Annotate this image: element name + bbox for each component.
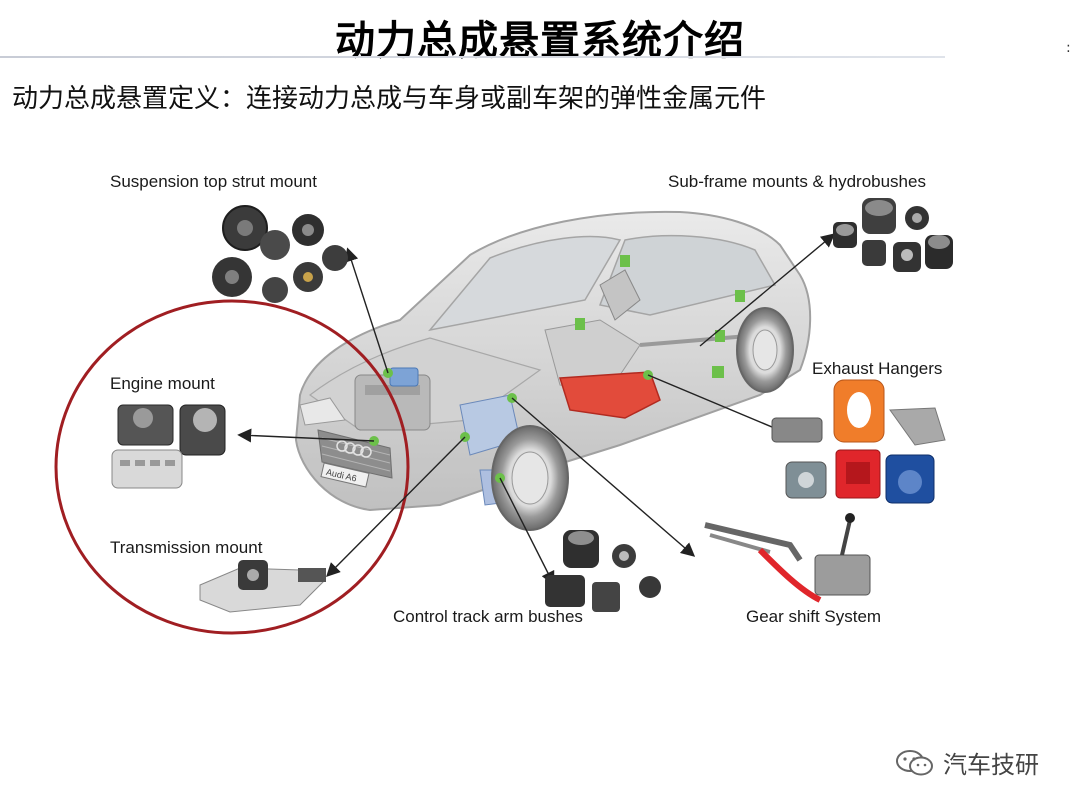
definition-text: 动力总成悬置定义：连接动力总成与车身或副车架的弹性金属元件: [12, 84, 767, 114]
subframe-mount-parts: [833, 198, 953, 272]
title-divider: [0, 56, 945, 58]
engine-mount-parts: [111, 404, 226, 489]
exhaust-muffler: [559, 371, 661, 419]
label-suspension-top-strut-mount: Suspension top strut mount: [110, 172, 317, 191]
label-gear-shift-system: Gear shift System: [746, 607, 882, 626]
label-engine-mount: Engine mount: [110, 374, 215, 393]
label-subframe-mounts: Sub-frame mounts & hydrobushes: [668, 172, 926, 191]
license-plate: [320, 462, 370, 488]
car-windshield: [428, 235, 622, 332]
strut-mount-parts: [212, 205, 348, 303]
corner-mark: :: [1066, 40, 1071, 56]
label-transmission-mount: Transmission mount: [110, 538, 263, 557]
exhaust-hanger-parts: [771, 379, 946, 504]
callout-arrows: [237, 233, 836, 586]
car-illustration: Audi A6: [294, 210, 812, 531]
watermark-text: 汽车技研: [943, 751, 1039, 779]
transmission-mount-part: [199, 560, 326, 613]
highlight-circle: [54, 299, 410, 635]
wechat-icon: [895, 748, 935, 778]
label-control-track-arm-bushes: Control track arm bushes: [393, 607, 583, 626]
control-arm-bush-parts: [545, 530, 661, 612]
car-side-windows: [598, 234, 777, 316]
watermark: 汽车技研: [895, 745, 1039, 780]
front-seats: [544, 319, 641, 391]
gear-shift-parts: [704, 513, 871, 603]
label-exhaust-hangers: Exhaust Hangers: [812, 359, 943, 378]
